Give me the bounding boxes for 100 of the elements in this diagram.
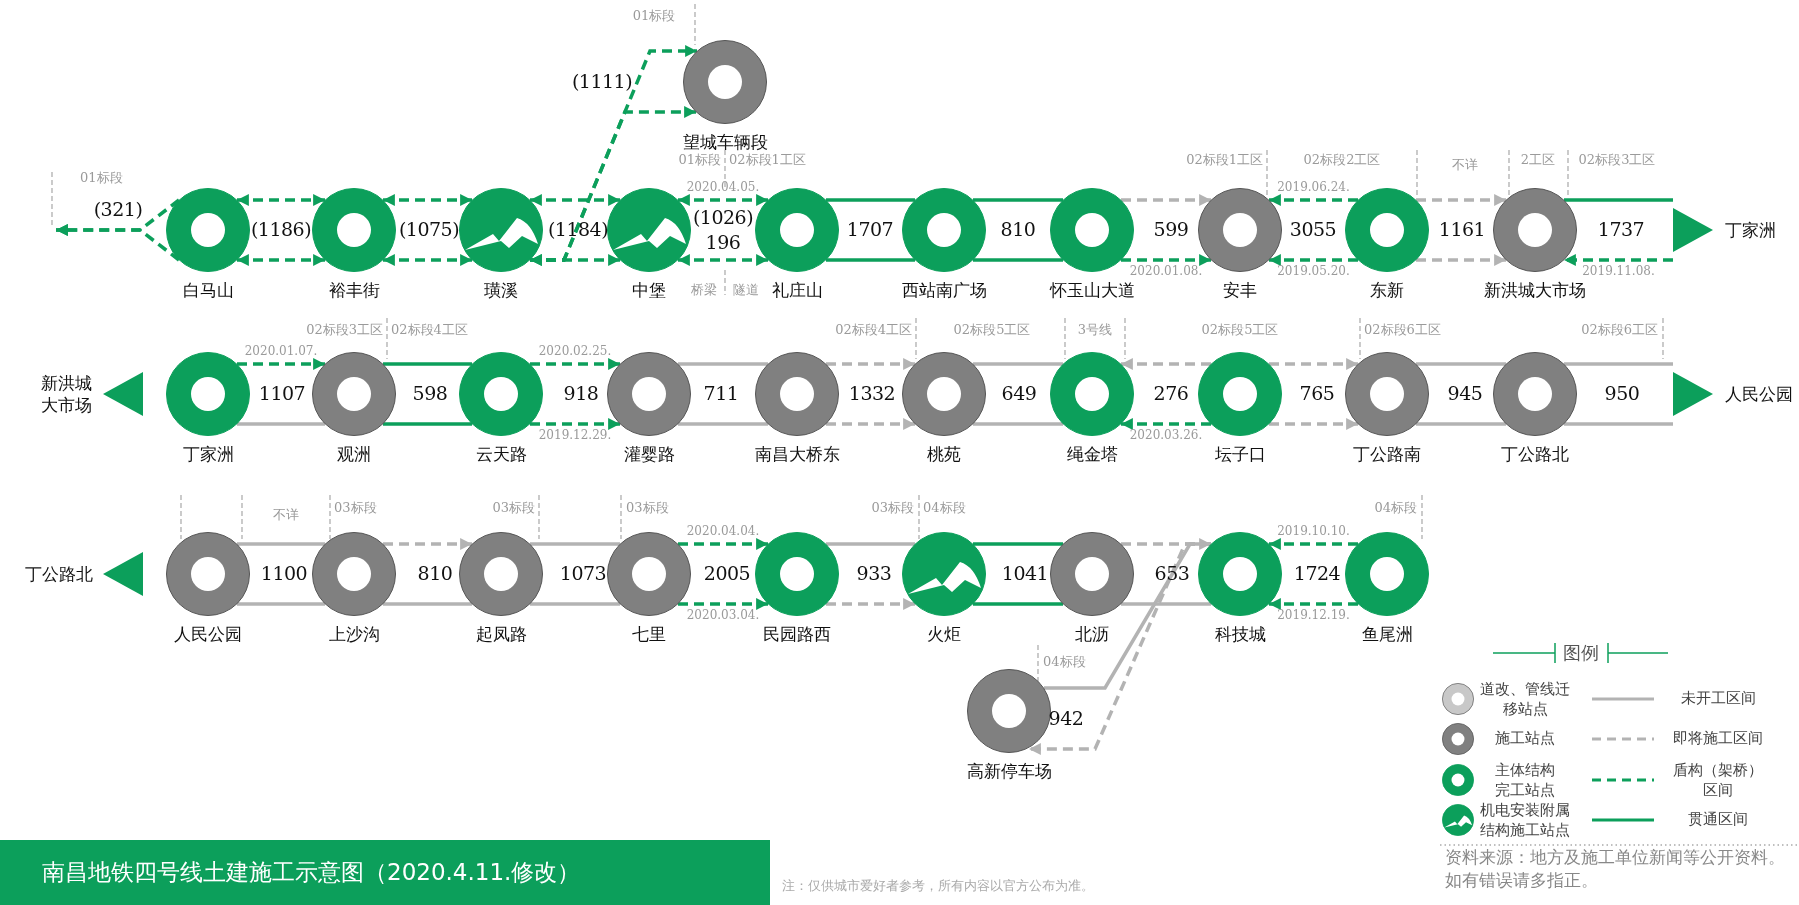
station-name: 中堡 <box>632 280 666 301</box>
distance-label: 599 <box>1153 219 1189 241</box>
legend-label: 未开工区间 <box>1679 689 1757 709</box>
station-name: 西站南广场 <box>901 280 987 301</box>
section-label: 02标段4工区 <box>835 322 912 338</box>
date-label: 2020.01.07. <box>244 345 318 359</box>
distance-label: 1107 <box>258 383 306 405</box>
line <box>826 542 915 546</box>
distance-label: 810 <box>1000 219 1036 241</box>
distance-label: (1111) <box>571 71 633 93</box>
station-name: 礼庄山 <box>771 280 823 301</box>
distance-label: (321) <box>93 199 143 221</box>
line <box>1416 362 1506 366</box>
station-name: 南昌大桥东 <box>754 444 840 465</box>
section-label: 02标段6工区 <box>1581 322 1658 338</box>
line <box>237 602 325 606</box>
station-name: 绳金塔 <box>1066 444 1118 465</box>
distance-label: 950 <box>1604 383 1640 405</box>
section-label: 02标段6工区 <box>1364 322 1441 338</box>
dashed-arrow <box>678 538 768 550</box>
section-label: 不详 <box>1452 157 1478 173</box>
distance-label: (1186) <box>250 219 312 241</box>
date-label: 2020.04.04. <box>686 525 760 539</box>
station-name: 丁公路南 <box>1353 444 1421 465</box>
dashed-arrow <box>1269 418 1358 430</box>
dashed-arrow <box>1269 254 1358 266</box>
legend-label: 盾构（架桥）区间 <box>1672 760 1764 800</box>
distance-label: 196 <box>705 232 741 254</box>
distance-label: 810 <box>417 563 453 585</box>
line <box>826 258 915 262</box>
dashed-arrow <box>826 358 915 370</box>
line <box>530 542 620 546</box>
station-name: 新洪城大市场 <box>1484 280 1586 301</box>
dashed-arrow <box>530 418 620 430</box>
section-label: 2工区 <box>1520 152 1556 168</box>
dashed-arrow <box>383 254 472 266</box>
date-label: 2019.11.08. <box>1582 265 1655 279</box>
dashed-arrow <box>530 194 620 206</box>
dashed-arrow <box>1269 538 1358 550</box>
line <box>678 362 768 366</box>
dashed-arrow <box>678 194 768 206</box>
legend-label: 道改、管线迁移站点 <box>1479 679 1571 719</box>
section-label: 01标段 <box>632 8 676 24</box>
station-name: 丁家洲 <box>182 444 234 465</box>
distance-label: 765 <box>1299 383 1335 405</box>
station-name: 民园路西 <box>763 624 831 645</box>
legend-title: 图例 <box>1563 642 1599 664</box>
station-name: 安丰 <box>1223 280 1257 301</box>
station-name: 科技城 <box>1214 624 1266 645</box>
date-label: 2020.03.04. <box>686 609 760 623</box>
section-label: 02标段4工区 <box>391 322 468 338</box>
terminal-name: 丁公路北 <box>25 562 93 586</box>
line <box>826 198 915 202</box>
line <box>973 602 1063 606</box>
date-label: 2020.04.05. <box>686 181 760 195</box>
line <box>383 602 472 606</box>
title-banner: 南昌地铁四号线土建施工示意图（2020.4.11.修改） <box>0 840 770 905</box>
distance-label: 3055 <box>1289 219 1337 241</box>
date-label: 2020.01.08. <box>1129 265 1203 279</box>
distance-label: 918 <box>563 383 599 405</box>
distance-label: 649 <box>1001 383 1037 405</box>
section-label: 02标段3工区 <box>1578 152 1656 168</box>
line <box>973 258 1063 262</box>
station-name: 火炬 <box>927 624 961 645</box>
section-label: 3号线 <box>1077 322 1113 338</box>
line <box>678 422 768 426</box>
dashed-arrow <box>1121 358 1211 370</box>
dashed-arrow <box>1564 254 1673 266</box>
section-label: 03标段 <box>871 500 914 516</box>
dashed-arrow <box>678 254 768 266</box>
station-name: 起凤路 <box>475 624 527 645</box>
dashed-arrow <box>383 194 472 206</box>
section-label: 桥梁 <box>691 282 717 298</box>
dashed-arrow <box>1121 254 1211 266</box>
distance-label: 1073 <box>559 563 607 585</box>
distance-label: 653 <box>1154 563 1190 585</box>
dashed-arrow <box>826 598 915 610</box>
distance-label: 1737 <box>1597 219 1645 241</box>
distance-label: 2005 <box>703 563 751 585</box>
station-name: 璜溪 <box>484 280 518 301</box>
dashed-arrow <box>1121 418 1211 430</box>
source-note: 资料来源：地方及施工单位新闻等公开资料。 <box>1445 848 1785 868</box>
station-name: 鱼尾洲 <box>1361 624 1413 645</box>
line <box>237 422 325 426</box>
dashed-arrow <box>1269 358 1358 370</box>
distance-label: 1041 <box>1001 563 1049 585</box>
line <box>1564 362 1673 366</box>
dashed-arrow <box>1269 598 1358 610</box>
station-name: 观洲 <box>337 444 371 465</box>
dashed-arrow <box>678 598 768 610</box>
line <box>1564 198 1673 202</box>
legend-label: 贯通区间 <box>1687 810 1749 830</box>
dashed-arrow <box>826 418 915 430</box>
date-label: 2019.05.20. <box>1277 265 1350 279</box>
station-name: 丁公路北 <box>1501 444 1569 465</box>
station-name: 坛子口 <box>1214 444 1266 465</box>
section-label: 不详 <box>273 507 299 523</box>
legend-label: 即将施工区间 <box>1672 729 1764 749</box>
distance-label: 1707 <box>846 219 894 241</box>
station-name: 云天路 <box>475 444 527 465</box>
